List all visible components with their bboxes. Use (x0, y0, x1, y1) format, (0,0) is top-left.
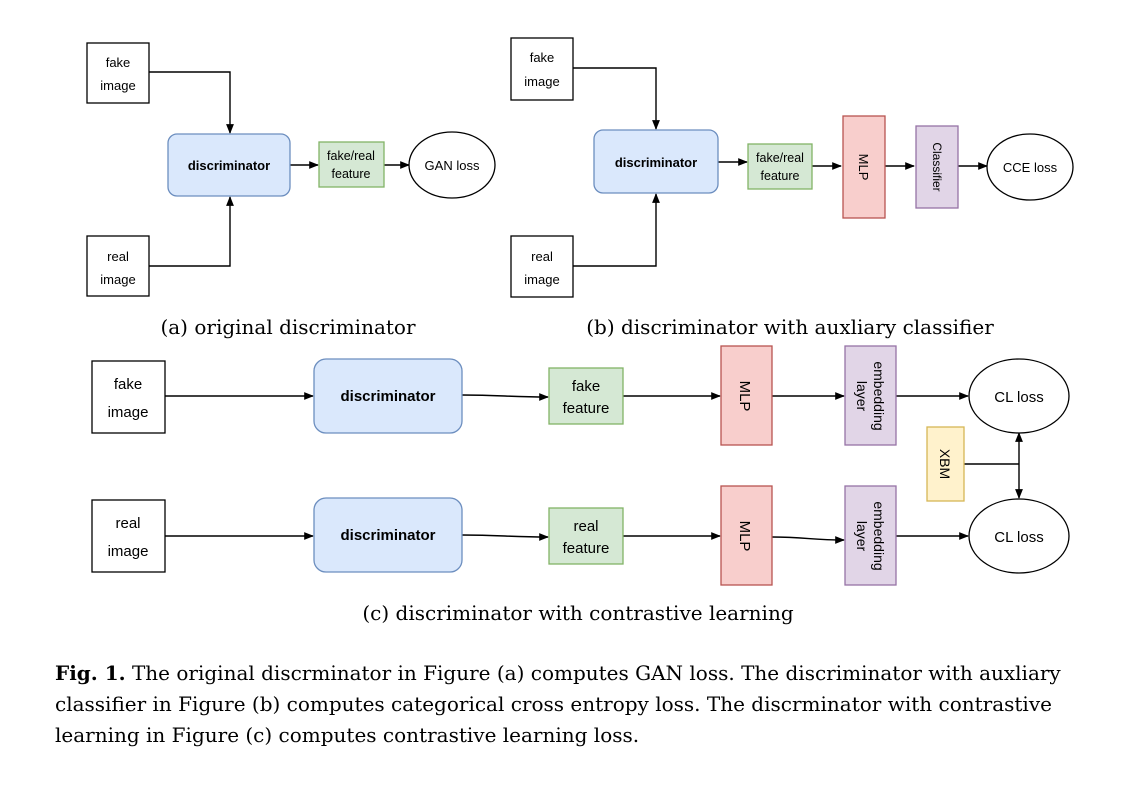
real-image-label-1: real (107, 249, 129, 264)
feature-box (747, 143, 813, 190)
discriminator-label: discriminator (188, 158, 270, 173)
embedding-layer-box-top (844, 345, 897, 446)
feature-label-2: feature (332, 167, 371, 181)
real-image-box (91, 499, 166, 573)
fake-image-label-2: image (524, 74, 559, 89)
xbm-label: XBM (937, 449, 953, 479)
mlp-box (842, 115, 886, 219)
panel-a: fake image real image discriminator fake… (86, 42, 496, 339)
embedding-layer-box-bottom (844, 485, 897, 586)
embedding-label-top-2: layer (854, 381, 870, 412)
real-image-label-1: real (115, 515, 140, 532)
mlp-label: MLP (856, 154, 871, 181)
embedding-label-bottom-2: layer (854, 521, 870, 552)
arrow-discriminator-to-feature-c-top (461, 393, 549, 401)
real-image-label-2: image (108, 543, 149, 560)
arrow-discriminator-to-feature-c-bottom (461, 533, 549, 541)
gan-loss-node (408, 131, 496, 199)
arrow-mlp-to-embedding-c-bottom (771, 536, 845, 544)
real-feature-box (548, 507, 624, 565)
feature-label-2: feature (761, 169, 800, 183)
real-feature-label-2: feature (563, 540, 610, 557)
classifier-box (915, 125, 959, 209)
fake-image-box (91, 360, 166, 434)
discriminator-label: discriminator (615, 155, 697, 170)
cl-loss-node-top (968, 358, 1070, 434)
figure-caption: Fig. 1. The original discrminator in Fig… (55, 658, 1095, 751)
discriminator-box-bottom (313, 497, 463, 573)
real-image-box (86, 235, 150, 297)
cl-loss-label-bottom: CL loss (994, 529, 1043, 546)
feature-box (318, 141, 385, 188)
cl-loss-label-top: CL loss (994, 389, 1043, 406)
fake-feature-label-1: fake (572, 378, 600, 395)
real-image-label-2: image (524, 272, 559, 287)
real-image-box (510, 235, 574, 298)
mlp-box-bottom (720, 485, 773, 586)
fake-image-label-1: fake (106, 55, 131, 70)
real-feature-label-1: real (573, 518, 598, 535)
fake-image-box (510, 37, 574, 101)
arrow-real-to-discriminator-b (573, 193, 660, 267)
real-image-label-2: image (100, 272, 135, 287)
real-image-label-1: real (531, 249, 553, 264)
discriminator-label-top: discriminator (340, 388, 435, 405)
fake-image-label-2: image (108, 404, 149, 421)
panel-c: fake image discriminator fake feature ML… (91, 345, 1070, 625)
figure-caption-text: The original discrminator in Figure (a) … (55, 661, 1061, 747)
figure-diagram: fake image real image discriminator fake… (86, 37, 1074, 625)
arrow-fake-to-discriminator-b (573, 67, 660, 130)
classifier-label: Classifier (930, 142, 944, 191)
fake-image-box (86, 42, 150, 104)
mlp-label-bottom: MLP (736, 521, 753, 552)
figure-caption-label: Fig. 1. (55, 661, 126, 685)
feature-label-1: fake/real (756, 151, 804, 165)
cce-loss-node (986, 133, 1074, 201)
panel-a-caption: (a) original discriminator (160, 315, 416, 339)
arrow-fake-to-discriminator-a (149, 71, 234, 134)
gan-loss-label: GAN loss (425, 158, 480, 173)
panel-c-caption: (c) discriminator with contrastive learn… (362, 601, 793, 625)
fake-feature-label-2: feature (563, 400, 610, 417)
xbm-box (926, 426, 965, 502)
fake-feature-box (548, 367, 624, 425)
fake-image-label-1: fake (114, 376, 142, 393)
discriminator-box (167, 133, 291, 197)
discriminator-label-bottom: discriminator (340, 527, 435, 544)
cce-loss-label: CCE loss (1003, 160, 1058, 175)
fake-image-label-1: fake (530, 50, 555, 65)
cl-loss-node-bottom (968, 498, 1070, 574)
embedding-label-top-1: embedding (871, 361, 887, 430)
fake-image-label-2: image (100, 78, 135, 93)
arrow-real-to-discriminator-a (149, 196, 234, 267)
discriminator-box-top (313, 358, 463, 434)
mlp-box-top (720, 345, 773, 446)
discriminator-box (593, 129, 719, 194)
panel-b-caption: (b) discriminator with auxliary classifi… (586, 315, 994, 339)
panel-b: fake image real image discriminator fake… (510, 37, 1074, 339)
embedding-label-bottom-1: embedding (871, 501, 887, 570)
feature-label-1: fake/real (327, 149, 375, 163)
mlp-label-top: MLP (736, 381, 753, 412)
